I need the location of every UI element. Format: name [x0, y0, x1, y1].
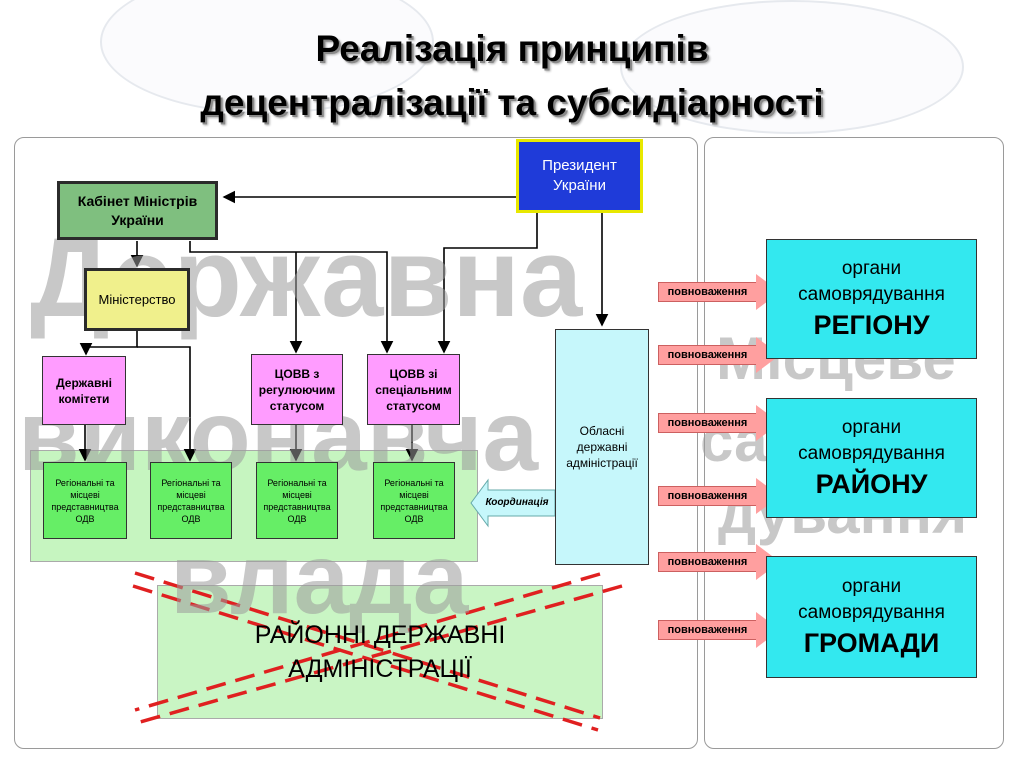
covv-regulatory-box: ЦОВВ з регулюючим статусом: [251, 354, 343, 425]
coordination-label: Координація: [485, 497, 549, 508]
authority-arrow: повноваження: [658, 478, 780, 514]
authority-label: повноваження: [658, 620, 756, 640]
organ-line1: органи: [841, 576, 902, 597]
slide-title-line1: Реалізація принципів: [315, 28, 709, 69]
regional-reps-box: Регіональні та місцеві представництва ОД…: [150, 462, 232, 539]
district-self-government-box: органи самоврядування РАЙОНУ: [766, 398, 977, 518]
authority-label: повноваження: [658, 552, 756, 572]
organ-line2: самоврядування: [798, 443, 945, 464]
organ-line2: самоврядування: [798, 602, 945, 623]
authority-arrow: повноваження: [658, 274, 780, 310]
ministry-box: Міністерство: [84, 268, 190, 331]
authority-arrow: повноваження: [658, 405, 780, 441]
organ-line1: органи: [841, 258, 902, 279]
community-self-government-box: органи самоврядування ГРОМАДИ: [766, 556, 977, 678]
organ-level: ГРОМАДИ: [803, 628, 940, 658]
organ-level: РЕГІОНУ: [813, 310, 930, 340]
oblast-administrations-box: Обласні державні адміністрації: [555, 329, 649, 565]
organ-line1: органи: [841, 417, 902, 438]
background-cloud: [620, 0, 964, 134]
authority-label: повноваження: [658, 413, 756, 433]
regional-reps-box: Регіональні та місцеві представництва ОД…: [256, 462, 338, 539]
slide-title-line2: децентралізації та субсидіарності: [200, 82, 824, 123]
regional-reps-box: Регіональні та місцеві представництва ОД…: [43, 462, 127, 539]
organ-level: РАЙОНУ: [815, 469, 928, 499]
organ-line2: самоврядування: [798, 284, 945, 305]
authority-arrow: повноваження: [658, 544, 780, 580]
authority-label: повноваження: [658, 486, 756, 506]
cabinet-of-ministers-box: Кабінет Міністрів України: [57, 181, 218, 240]
state-committees-box: Державні комітети: [42, 356, 126, 425]
authority-label: повноваження: [658, 345, 756, 365]
background-cloud: [100, 0, 434, 114]
district-administrations-label: РАЙОННІ ДЕРЖАВНІ АДМІНІСТРАЦІЇ: [254, 621, 506, 683]
authority-arrow: повноваження: [658, 612, 780, 648]
regional-reps-box: Регіональні та місцеві представництва ОД…: [373, 462, 455, 539]
president-box: Президент України: [516, 139, 643, 213]
regional-self-government-box: органи самоврядування РЕГІОНУ: [766, 239, 977, 359]
watermark-power: влада: [170, 523, 469, 635]
covv-special-box: ЦОВВ зі спеціальним статусом: [367, 354, 460, 425]
authority-arrow: повноваження: [658, 337, 780, 373]
authority-label: повноваження: [658, 282, 756, 302]
